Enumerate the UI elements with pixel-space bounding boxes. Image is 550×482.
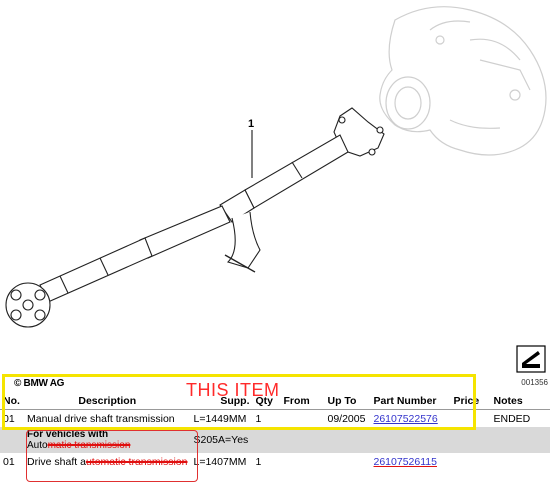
col-supp: Supp.	[190, 393, 253, 410]
col-price: Price	[450, 393, 491, 410]
cell-qty	[252, 427, 281, 453]
cell-up-to	[324, 453, 371, 470]
part-number-link[interactable]: 26107526115	[373, 455, 437, 468]
col-up-to: Up To	[324, 393, 371, 410]
cell-up-to	[324, 427, 371, 453]
cell-qty: 1	[252, 453, 281, 470]
condition-line2-a: Auto	[27, 440, 48, 451]
cell-from	[280, 409, 325, 427]
cell-supp: S205A=Yes	[190, 427, 253, 453]
table-row: For vehicles with Automatic transmission…	[0, 427, 550, 453]
col-notes: Notes	[490, 393, 550, 410]
drive-shaft	[5, 107, 385, 328]
col-from: From	[280, 393, 325, 410]
drive-shaft-diagram: 1	[5, 6, 547, 328]
col-part-number: Part Number	[370, 393, 451, 410]
description-a: Drive shaft a	[27, 455, 86, 468]
cell-price	[450, 427, 491, 453]
cell-supp: L=1449MM	[190, 409, 253, 427]
cell-up-to: 09/2005	[324, 409, 371, 427]
table-row: 01 Manual drive shaft transmission L=144…	[0, 409, 550, 427]
cell-from	[280, 453, 325, 470]
table-header-row: No. Description Supp. Qty From Up To Par…	[0, 393, 550, 410]
callout-number: 1	[248, 118, 254, 130]
cell-supp: L=1407MM	[190, 453, 253, 470]
cell-notes	[490, 453, 550, 470]
cell-no: 01	[0, 409, 24, 427]
cell-no: 01	[0, 453, 24, 470]
image-code: 001356	[521, 378, 548, 387]
annotation-label: THIS ITEM	[186, 380, 280, 400]
col-qty: Qty	[252, 393, 281, 410]
cell-price	[450, 409, 491, 427]
cell-qty: 1	[252, 409, 281, 427]
col-description: Description	[24, 393, 191, 410]
table-row: 01 Drive shaft automatic transmission L=…	[0, 453, 550, 470]
differential-housing-outline	[379, 6, 547, 156]
cell-notes	[490, 427, 550, 453]
parts-table: No. Description Supp. Qty From Up To Par…	[0, 393, 550, 470]
cell-description: Manual drive shaft transmission	[24, 409, 191, 427]
cell-description: For vehicles with Automatic transmission	[24, 427, 191, 453]
zoom-arrow-icon[interactable]	[516, 345, 546, 373]
cell-no	[0, 427, 24, 453]
copyright-label: © BMW AG	[14, 378, 65, 389]
cell-notes: ENDED	[490, 409, 550, 427]
cell-from	[280, 427, 325, 453]
col-no: No.	[0, 393, 24, 410]
description-b: utomatic transmission	[85, 455, 188, 468]
cell-description: Drive shaft automatic transmission	[24, 453, 191, 470]
part-number-link[interactable]: 26107522576	[373, 412, 438, 425]
cell-price	[450, 453, 491, 470]
condition-line1: For vehicles with	[27, 429, 109, 440]
cell-part-number	[370, 427, 451, 453]
condition-line2-b: matic transmission	[47, 440, 131, 451]
